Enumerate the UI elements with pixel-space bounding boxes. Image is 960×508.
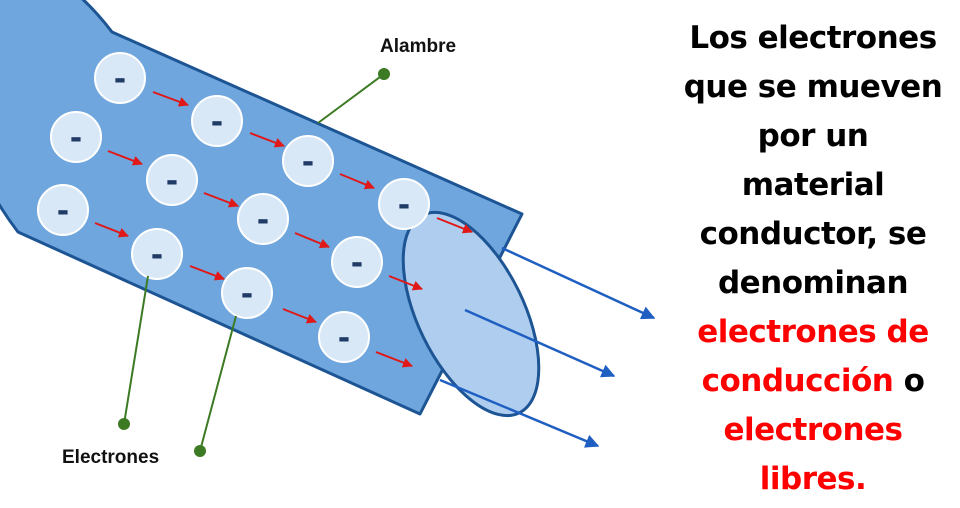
caption-segment: o (893, 363, 925, 399)
electron-sign: - (57, 194, 69, 229)
motion-arrows (94, 91, 473, 368)
electron-sign: - (211, 105, 223, 140)
motion-arrow (107, 150, 143, 166)
electron-leader-line (123, 275, 149, 425)
wire-leader-dot (378, 68, 390, 80)
electron-sign: - (166, 164, 178, 199)
motion-arrow (339, 173, 375, 190)
current-arrow (464, 308, 616, 378)
electron: - (318, 311, 370, 363)
electron: - (221, 267, 273, 319)
caption-line: que se mueven (678, 63, 948, 112)
caption-line: Los electrones (678, 14, 948, 63)
electron-leader-dot (118, 418, 130, 430)
motion-arrow (294, 232, 330, 249)
motion-arrow (203, 192, 239, 208)
caption-line: denominan (678, 259, 948, 308)
motion-arrow (189, 265, 225, 281)
electron: - (131, 228, 183, 280)
caption-line: por un (678, 112, 948, 161)
electron-sign: - (338, 321, 350, 356)
caption-segment: Los electrones (689, 20, 937, 56)
caption-segment: por un (757, 118, 869, 154)
electrons: - - - - - - - (37, 52, 430, 363)
electron: - (146, 154, 198, 206)
caption-segment: conductor, se (699, 216, 927, 252)
electrons-label: Electrones (62, 447, 159, 468)
wire-leader-line (317, 73, 385, 124)
electron-sign: - (151, 238, 163, 273)
caption-highlight-segment: conducción (701, 363, 894, 399)
motion-arrow (436, 217, 473, 234)
electron-sign: - (70, 121, 82, 156)
electron-sign: - (351, 246, 363, 281)
caption-line: conductor, se (678, 210, 948, 259)
electron-sign: - (114, 62, 126, 97)
electron: - (378, 178, 430, 230)
electron-leader-line (199, 315, 237, 452)
electron-sign: - (302, 145, 314, 180)
motion-arrow (282, 308, 317, 324)
caption-highlight-segment: electrones (723, 412, 903, 448)
electron: - (331, 236, 383, 288)
motion-arrow (375, 351, 413, 368)
motion-arrow (152, 91, 189, 107)
caption-highlight-segment: electrones de (697, 314, 929, 350)
caption-line: material (678, 161, 948, 210)
electron-sign: - (241, 277, 253, 312)
caption-segment: denominan (717, 265, 909, 301)
electron: - (94, 52, 146, 104)
electron-leader-dot (194, 445, 206, 457)
wire-label: Alambre (380, 36, 456, 57)
caption-segment: que se mueven (683, 69, 943, 105)
electron: - (282, 135, 334, 187)
electron-sign: - (257, 203, 269, 238)
motion-arrow (388, 275, 423, 291)
motion-arrow (249, 132, 285, 148)
motion-arrow (94, 222, 129, 238)
caption-line: electrones (678, 406, 948, 455)
caption-text: Los electrones que se mueven por un materia… (678, 14, 948, 504)
caption-line: libres. (678, 455, 948, 504)
electron: - (37, 184, 89, 236)
caption-segment: material (741, 167, 885, 203)
caption-line: conducción o (678, 357, 948, 406)
electron: - (191, 95, 243, 147)
electron-sign: - (398, 188, 410, 223)
electron: - (237, 193, 289, 245)
leader-lines (118, 68, 390, 457)
current-arrow (501, 246, 656, 320)
caption-highlight-segment: libres. (759, 461, 867, 497)
current-arrows (439, 246, 656, 448)
caption-line: electrones de (678, 308, 948, 357)
current-arrow (439, 378, 600, 448)
electron: - (50, 111, 102, 163)
